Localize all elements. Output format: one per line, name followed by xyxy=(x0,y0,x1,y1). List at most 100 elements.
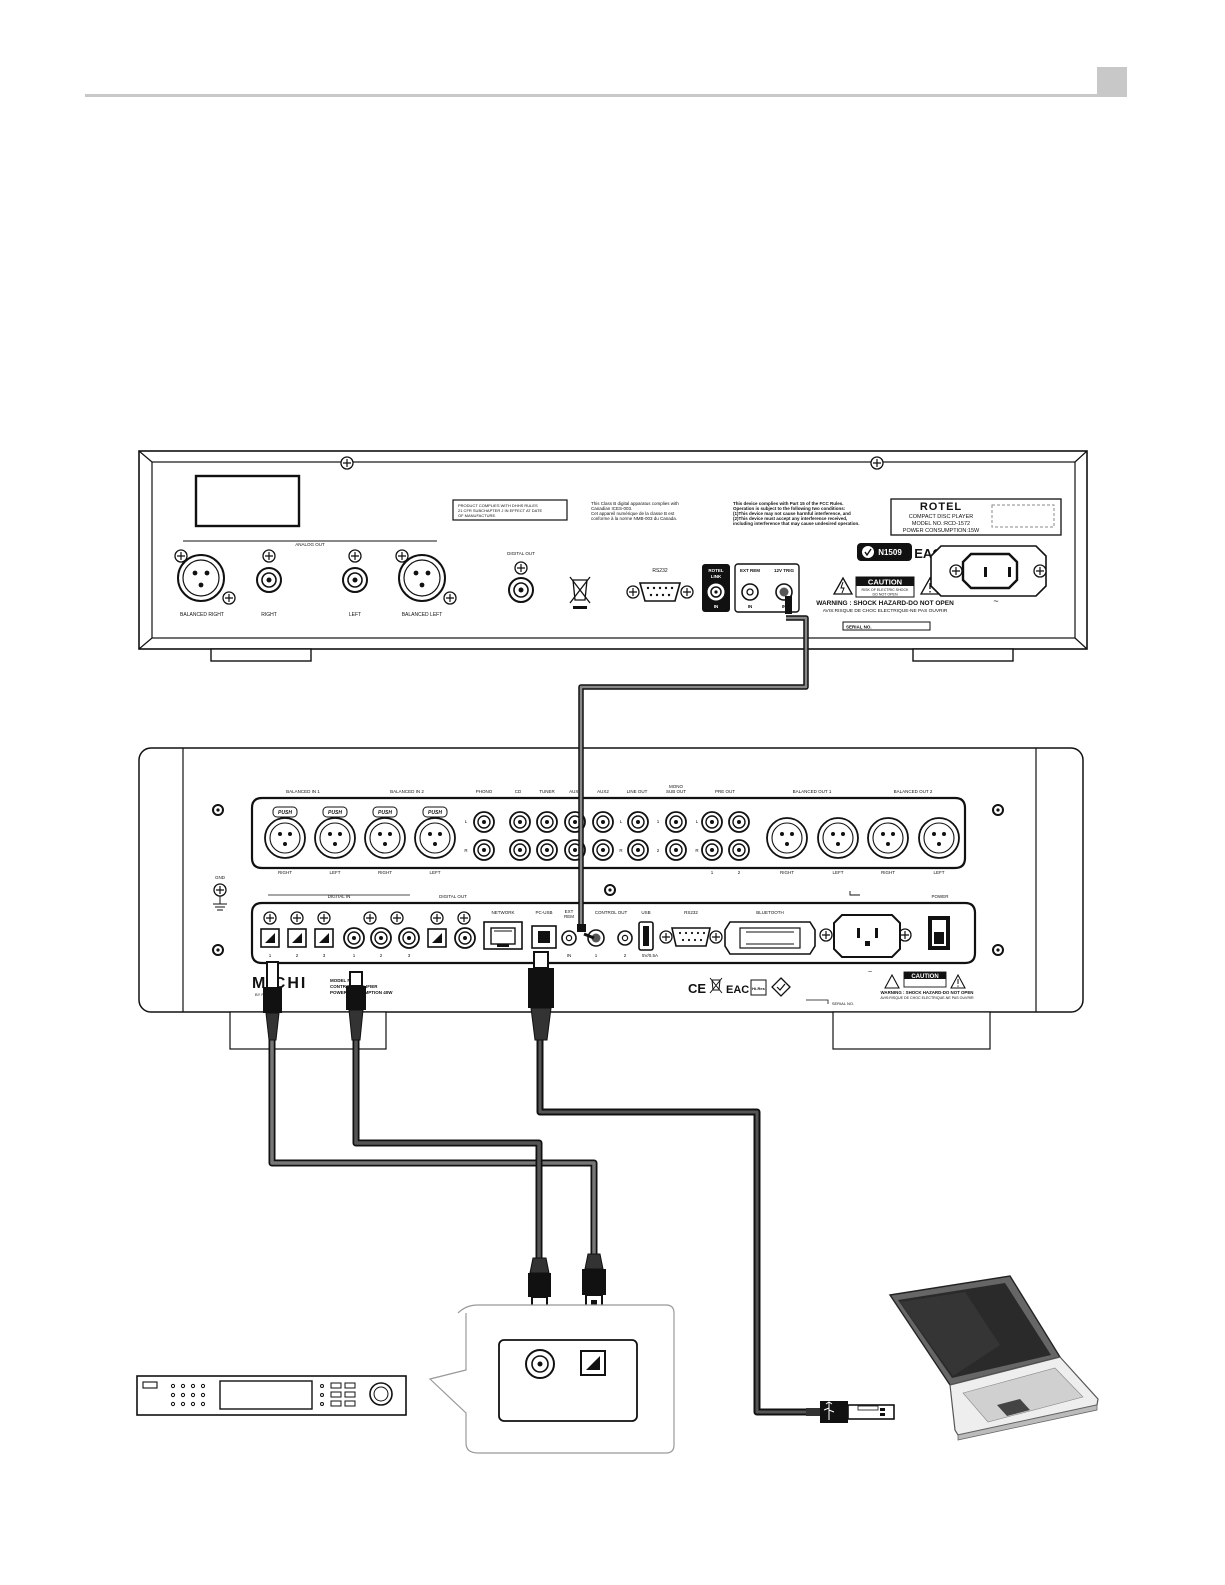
cd-digital-out-jack[interactable] xyxy=(508,577,534,603)
amp-line-out-l-jack[interactable] xyxy=(627,811,649,833)
amp-tuner-l-jack[interactable] xyxy=(536,811,558,833)
amp-pre-out-label: PRE OUT xyxy=(715,789,735,794)
amp-phono-l-jack[interactable] xyxy=(473,811,495,833)
amp-line-out-r-jack[interactable] xyxy=(627,839,649,861)
cd-balanced-right-jack[interactable] xyxy=(177,554,225,602)
amp-coax-in-3-jack[interactable] xyxy=(398,927,420,949)
amp-control-out-2-jack-inner xyxy=(621,934,629,942)
amp-digital-screw xyxy=(390,911,404,925)
amp-tuner-label: TUNER xyxy=(539,789,555,794)
amp-aux2-r-jack[interactable] xyxy=(592,839,614,861)
amp-optical-out-jack[interactable] xyxy=(427,928,447,948)
amp-panel-screw xyxy=(604,884,616,896)
cd-rs232-label: RS232 xyxy=(652,568,668,574)
amp-balanced-out-2-left-jack[interactable] xyxy=(918,817,960,859)
amp-model-line: MODEL NO.:P5 xyxy=(330,978,363,983)
cd-inlet-screw xyxy=(1033,564,1047,578)
amp-optical-in-1-jack[interactable] xyxy=(260,928,280,948)
amp-balanced-out-2-right-jack[interactable] xyxy=(867,817,909,859)
cd-rcm-check-mark xyxy=(864,548,872,557)
amp-digital-screw xyxy=(457,911,471,925)
coaxial-cable xyxy=(352,1040,543,1258)
amp-cd-r-jack[interactable] xyxy=(509,839,531,861)
amp-pre-out-2-r-jack[interactable] xyxy=(728,839,750,861)
source-coax-jack[interactable] xyxy=(525,1349,555,1379)
amp-bluetooth-antenna-port[interactable] xyxy=(724,921,816,955)
amp-warning-triangle-right-icon xyxy=(950,973,966,989)
cd-ices-line: Cet appareil numérique de la classe B es… xyxy=(591,511,675,516)
amplifier-rear-panel: GND BALANCED IN 1 BALANCED IN 2 PHONO CD… xyxy=(138,747,1084,1050)
amp-rs232-screw xyxy=(709,930,723,944)
amp-balanced-in-2-label: BALANCED IN 2 xyxy=(390,789,424,794)
cd-rs232-port[interactable] xyxy=(638,582,682,602)
amp-tuner-r-jack[interactable] xyxy=(536,839,558,861)
optical-plug-amp xyxy=(263,961,282,1041)
amp-balanced-in-1-left-jack[interactable] xyxy=(314,817,356,859)
amp-coax-in-2-jack[interactable] xyxy=(370,927,392,949)
cd-caution-sub: RISK OF ELECTRIC SHOCK xyxy=(862,588,910,592)
amp-digital-screw xyxy=(430,911,444,925)
amp-cd-l-jack[interactable] xyxy=(509,811,531,833)
source-optical-jack[interactable] xyxy=(580,1350,606,1376)
amp-pre-out-1-r-jack[interactable] xyxy=(701,839,723,861)
amp-rs232-port[interactable] xyxy=(671,927,711,947)
amp-pre-out-num-label: 1 xyxy=(711,870,714,875)
cd-balanced-left-jack[interactable] xyxy=(398,554,446,602)
amp-port-num: 3 xyxy=(408,953,411,958)
usb-b-plug-amp xyxy=(528,951,554,1041)
cd-transport-device-icon xyxy=(136,1375,407,1416)
amp-l-label: L xyxy=(465,819,468,824)
cd-fcc-line: Operation is subject to the following tw… xyxy=(733,506,846,511)
amp-sub-num-label: 2 xyxy=(657,848,660,853)
amp-usb-label: USB xyxy=(641,910,650,915)
cd-12v-trig-label: 12V TRIG xyxy=(774,568,795,573)
amp-aux2-l-jack[interactable] xyxy=(592,811,614,833)
amp-balanced-out-1-left-jack[interactable] xyxy=(817,817,859,859)
cd-warning-text: WARNING : SHOCK HAZARD-DO NOT OPEN xyxy=(816,600,954,607)
amp-push-label: PUSH xyxy=(378,810,392,816)
amp-pc-usb-port[interactable] xyxy=(531,925,557,949)
cd-serial-label: SERIAL NO. xyxy=(846,625,872,630)
amp-balanced-in-1-label: BALANCED IN 1 xyxy=(286,789,320,794)
cd-rcm-check xyxy=(862,546,874,558)
amp-push-label: PUSH xyxy=(428,810,442,816)
cd-dhhs-line: PRODUCT COMPLIES WITH DHHS RULES xyxy=(458,503,538,508)
amp-power-switch[interactable] xyxy=(928,916,950,950)
cd-rca-screw xyxy=(262,549,276,563)
amp-phono-r-jack[interactable] xyxy=(473,839,495,861)
amp-mono-sub-out-label: MONO xyxy=(669,784,683,789)
amp-r-label: R xyxy=(695,848,699,853)
amp-digital-screw xyxy=(263,911,277,925)
amp-sub-out-2-jack[interactable] xyxy=(665,839,687,861)
cd-ac-inlet[interactable] xyxy=(930,545,1047,597)
amp-balanced-in-2-right-jack[interactable] xyxy=(364,817,406,859)
amp-ext-rem-label: EXT xyxy=(565,909,574,914)
amp-ac-symbol: ~ xyxy=(868,969,872,976)
cd-left-rca-jack[interactable] xyxy=(342,567,368,593)
amp-sub-out-1-jack[interactable] xyxy=(665,811,687,833)
cd-model-line: MODEL NO.:RCD-1572 xyxy=(912,521,970,527)
amp-ac-inlet[interactable] xyxy=(833,914,901,958)
cd-rotel-link-label: ROTEL xyxy=(708,568,724,573)
cd-right-rca-jack[interactable] xyxy=(256,567,282,593)
amp-gnd-terminal[interactable] xyxy=(213,883,227,897)
amp-network-port[interactable] xyxy=(483,921,523,950)
amp-balanced-in-2-left-jack[interactable] xyxy=(414,817,456,859)
amp-optical-in-3-jack[interactable] xyxy=(314,928,334,948)
cd-serial-box xyxy=(842,621,931,631)
amp-push-label: PUSH xyxy=(278,810,292,816)
amp-balanced-out-1-right-jack[interactable] xyxy=(766,817,808,859)
amp-pre-out-1-l-jack[interactable] xyxy=(701,811,723,833)
amp-balanced-in-1-right-jack[interactable] xyxy=(264,817,306,859)
amp-ext-rem-label: REM xyxy=(564,914,574,919)
amp-pre-out-2-l-jack[interactable] xyxy=(728,811,750,833)
amp-coax-out-jack[interactable] xyxy=(454,927,476,949)
amp-coax-in-1-jack[interactable] xyxy=(343,927,365,949)
amp-usb-port[interactable] xyxy=(638,921,654,951)
amp-panel-screw xyxy=(212,944,224,956)
amp-r-label: R xyxy=(464,848,468,853)
amp-optical-in-2-jack[interactable] xyxy=(287,928,307,948)
amp-gnd-label: GND xyxy=(215,875,226,880)
optical-cable-core xyxy=(270,1040,596,1254)
